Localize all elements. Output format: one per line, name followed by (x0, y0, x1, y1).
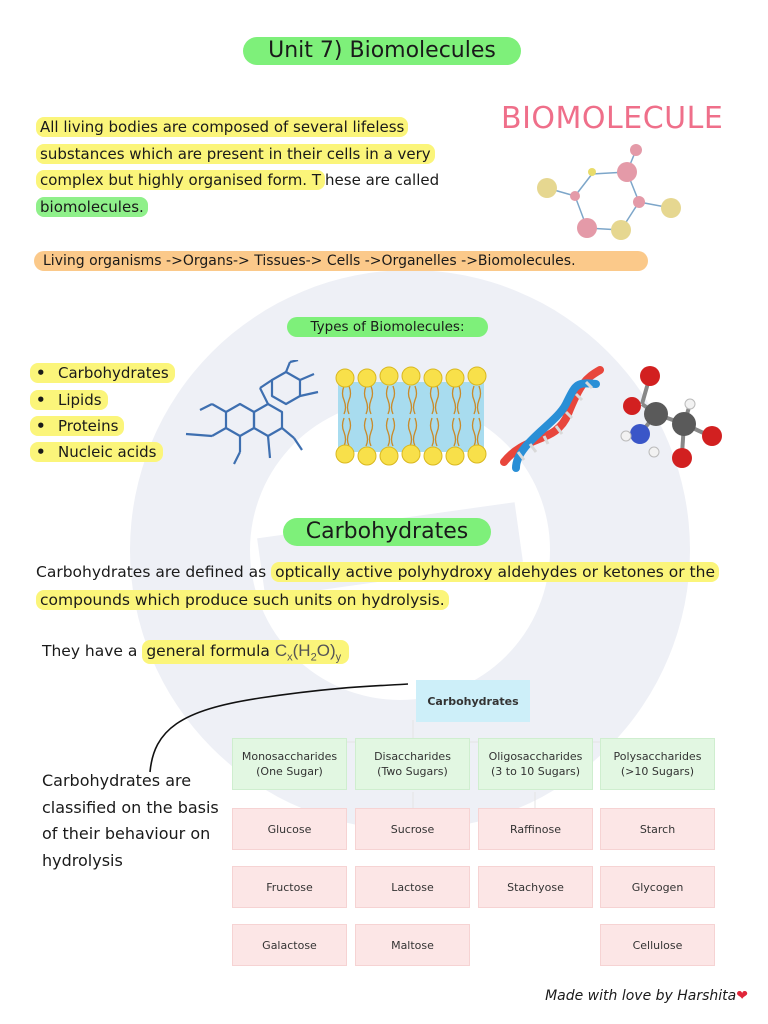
page-title: Unit 7) Biomolecules (243, 37, 521, 65)
formula-o: O) (316, 641, 336, 660)
intro-line-1: All living bodies are composed of severa… (36, 117, 409, 137)
amino-acid-icon (620, 366, 722, 468)
formula-intro: They have a (42, 642, 143, 660)
category-name: Monosaccharides (241, 750, 338, 763)
formula-expression: Cx(H2O)y (274, 641, 342, 664)
example-item: Stachyose (478, 866, 593, 908)
type-label: Carbohydrates (58, 364, 169, 382)
category-sub: (3 to 10 Sugars) (490, 765, 581, 778)
general-formula-line: They have a general formula Cx(H2O)y (42, 638, 350, 670)
definition-highlight-1: optically active polyhydroxy aldehydes o… (271, 562, 719, 582)
bullet-icon: • (36, 364, 46, 382)
list-item: • Lipids (30, 390, 108, 410)
dna-helix-icon (500, 366, 604, 472)
carbohydrates-definition: Carbohydrates are defined as optically a… (36, 558, 756, 614)
carbohydrate-structure-icon (185, 360, 319, 465)
category-name: Disaccharides (374, 750, 451, 763)
category-sub: (One Sugar) (256, 765, 323, 778)
type-label: Lipids (58, 391, 102, 409)
classification-note: Carbohydrates are classified on the basi… (42, 771, 219, 870)
heart-icon: ❤ (736, 988, 748, 1004)
type-label: Proteins (58, 417, 119, 435)
lipid-bilayer-icon (335, 366, 487, 466)
bullet-icon: • (36, 443, 46, 461)
definition-lead: Carbohydrates are defined as (36, 563, 272, 581)
credit-footer: Made with love by Harshita❤ (545, 988, 748, 1004)
formula-label: general formula (146, 642, 275, 660)
formula-x: x (287, 651, 293, 664)
formula-2: 2 (310, 651, 317, 664)
example-item: Lactose (355, 866, 470, 908)
organization-chain: Living organisms ->Organs-> Tissues-> Ce… (34, 251, 648, 271)
category-name: Polysaccharides (613, 750, 702, 763)
molecule-bonds (546, 149, 672, 231)
bullet-icon: • (36, 391, 46, 409)
biomolecules-header-graphic: BIOMOLECULES (501, 101, 725, 240)
credit-text: Made with love by Harshita (545, 988, 737, 1004)
formula-h: (H (292, 641, 311, 660)
list-item: • Nucleic acids (30, 442, 163, 462)
carbohydrates-heading: Carbohydrates (283, 518, 491, 546)
example-item: Sucrose (355, 808, 470, 850)
list-item: • Carbohydrates (30, 363, 175, 383)
category-name: Oligosaccharides (488, 750, 583, 763)
intro-line-2: substances which are present in their ce… (36, 143, 435, 164)
example-item: Fructose (232, 866, 347, 908)
intro-line-3a: complex but highly organised form. T (36, 170, 326, 190)
category-monosaccharides: Monosaccharides (One Sugar) (232, 738, 347, 790)
molecule-atoms (537, 144, 681, 240)
example-item: Glycogen (600, 866, 715, 908)
category-sub: (Two Sugars) (377, 765, 448, 778)
intro-line-3b: hese are called (325, 171, 440, 189)
category-oligosaccharides: Oligosaccharides (3 to 10 Sugars) (478, 738, 593, 790)
example-item: Cellulose (600, 924, 715, 966)
example-item: Galactose (232, 924, 347, 966)
diagram-root: Carbohydrates (416, 680, 530, 722)
definition-highlight-2: compounds which produce such units on hy… (36, 590, 449, 610)
formula-highlight: general formula Cx(H2O)y (142, 640, 350, 664)
bullet-icon: • (36, 417, 46, 435)
example-item: Glucose (232, 808, 347, 850)
formula-y: y (335, 651, 342, 664)
types-title: Types of Biomolecules: (287, 317, 488, 337)
category-sub: (>10 Sugars) (620, 765, 695, 778)
list-item: • Proteins (30, 416, 125, 436)
biomolecules-graphic-text: BIOMOLECULES (501, 101, 725, 136)
formula-c: C (274, 641, 288, 660)
category-polysaccharides: Polysaccharides (>10 Sugars) (600, 738, 715, 790)
arrow-connector (149, 683, 409, 773)
type-label: Nucleic acids (58, 443, 157, 461)
category-disaccharides: Disaccharides (Two Sugars) (355, 738, 470, 790)
example-item: Raffinose (478, 808, 593, 850)
intro-paragraph: All living bodies are composed of severa… (36, 114, 476, 220)
example-item: Maltose (355, 924, 470, 966)
intro-line-4: biomolecules. (36, 196, 148, 217)
example-item: Starch (600, 808, 715, 850)
